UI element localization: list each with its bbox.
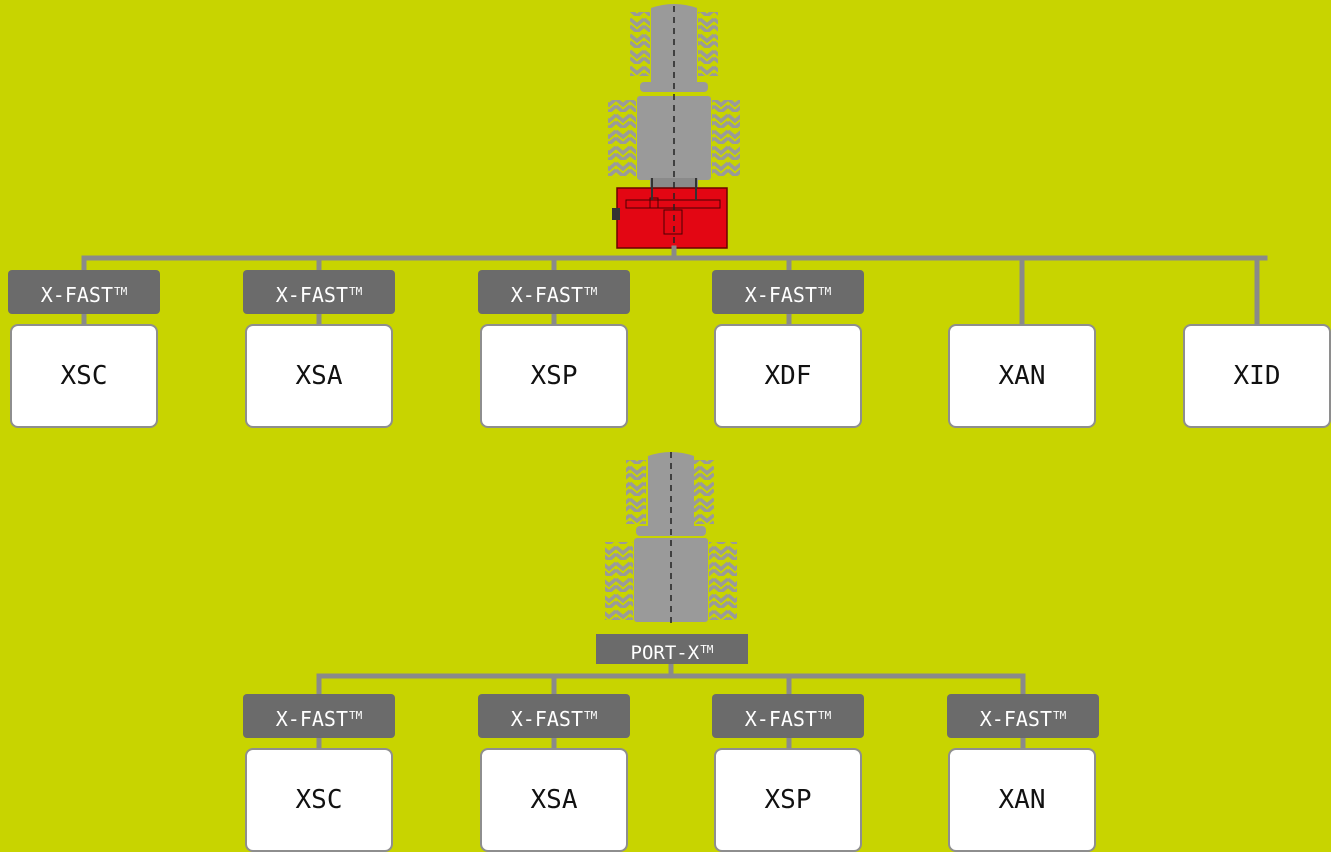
- product-box-xsa[interactable]: XSA: [245, 324, 393, 428]
- bottom-connector-lines: [316, 661, 1026, 751]
- x-fast-label: X-FAST: [510, 283, 583, 307]
- trademark-mark: TM: [584, 285, 598, 298]
- tractor-icon: [605, 452, 737, 628]
- x-fast-tag: X-FASTTM: [478, 270, 630, 314]
- x-fast-tag: X-FASTTM: [243, 270, 395, 314]
- product-box-xdf[interactable]: XDF: [714, 324, 862, 428]
- product-box-xan[interactable]: XAN: [948, 324, 1096, 428]
- trademark-mark: TM: [349, 285, 363, 298]
- trademark-mark: TM: [818, 709, 832, 722]
- x-fast-tag: X-FASTTM: [947, 694, 1099, 738]
- tractor-with-front-implement-icon: [608, 4, 740, 249]
- x-fast-label: X-FAST: [275, 283, 348, 307]
- x-fast-tag: X-FASTTM: [712, 694, 864, 738]
- x-fast-label: X-FAST: [275, 707, 348, 731]
- port-x-label: PORT-X: [630, 642, 700, 664]
- x-fast-label: X-FAST: [510, 707, 583, 731]
- x-fast-label: X-FAST: [744, 707, 817, 731]
- trademark-mark: TM: [1053, 709, 1067, 722]
- product-box-xan[interactable]: XAN: [948, 748, 1096, 852]
- trademark-mark: TM: [349, 709, 363, 722]
- x-fast-label: X-FAST: [979, 707, 1052, 731]
- x-fast-tag: X-FASTTM: [478, 694, 630, 738]
- x-fast-tag: X-FASTTM: [8, 270, 160, 314]
- product-box-xsp[interactable]: XSP: [714, 748, 862, 852]
- top-connector-lines: [81, 245, 1268, 329]
- trademark-mark: TM: [114, 285, 128, 298]
- product-box-xsp[interactable]: XSP: [480, 324, 628, 428]
- x-fast-label: X-FAST: [744, 283, 817, 307]
- trademark-mark: TM: [584, 709, 598, 722]
- product-box-xsc[interactable]: XSC: [245, 748, 393, 852]
- trademark-mark: TM: [700, 643, 714, 656]
- trademark-mark: TM: [818, 285, 832, 298]
- x-fast-tag: X-FASTTM: [243, 694, 395, 738]
- product-box-xsa[interactable]: XSA: [480, 748, 628, 852]
- x-fast-tag: X-FASTTM: [712, 270, 864, 314]
- port-x-tag: PORT-XTM: [596, 634, 748, 664]
- product-box-xid[interactable]: XID: [1183, 324, 1331, 428]
- product-box-xsc[interactable]: XSC: [10, 324, 158, 428]
- x-fast-label: X-FAST: [40, 283, 113, 307]
